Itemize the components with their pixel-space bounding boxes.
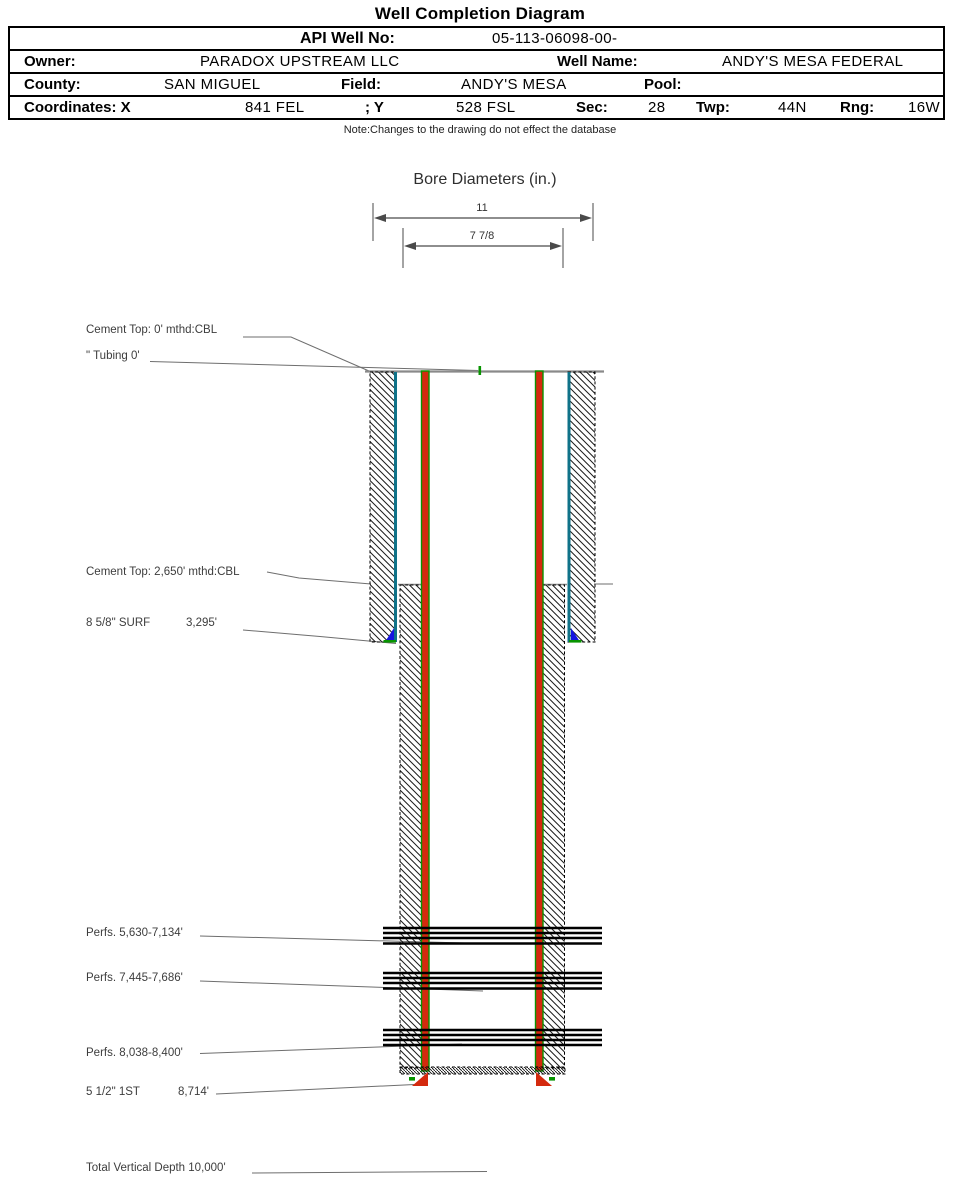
surface-shoe-marker-left bbox=[385, 628, 394, 641]
label-surface-casing: 8 5/8" SURF bbox=[86, 617, 150, 629]
production-shoe-base-right bbox=[549, 1077, 555, 1081]
rng-value: 16W bbox=[908, 99, 941, 116]
rng-label: Rng: bbox=[840, 99, 875, 116]
dim-arrow-left-icon bbox=[404, 242, 416, 250]
tubing-string-left bbox=[420, 370, 430, 1072]
field-value: ANDY'S MESA bbox=[461, 76, 567, 93]
production-annulus-cement-left bbox=[399, 584, 423, 1069]
label-production-casing-depth: 8,714' bbox=[178, 1086, 209, 1098]
table-row-owner: Owner: PARADOX UPSTREAM LLC Well Name: A… bbox=[10, 49, 943, 72]
surface-casing-wall-left bbox=[394, 372, 397, 642]
table-row-api: API Well No: 05-113-06098-00- bbox=[10, 28, 943, 49]
dim-arrow-left-icon bbox=[374, 214, 386, 222]
surface-shoe-marker-right bbox=[571, 628, 580, 641]
sec-value: 28 bbox=[648, 99, 666, 116]
coordinates-x-value: 841 FEL bbox=[245, 99, 305, 116]
tubing-hanger-marker bbox=[478, 366, 482, 375]
api-well-no-label: API Well No: bbox=[300, 30, 395, 47]
coordinates-y-value: 528 FSL bbox=[456, 99, 516, 116]
well-name-label: Well Name: bbox=[557, 53, 638, 70]
production-annulus-cement-right bbox=[542, 584, 565, 1069]
database-note: Note:Changes to the drawing do not effec… bbox=[343, 124, 617, 136]
label-tubing: " Tubing 0' bbox=[86, 350, 140, 362]
surface-annulus-cement-right bbox=[567, 371, 596, 643]
well-header-table: API Well No: 05-113-06098-00- Owner: PAR… bbox=[8, 26, 945, 120]
sec-label: Sec: bbox=[576, 99, 608, 116]
owner-value: PARADOX UPSTREAM LLC bbox=[200, 53, 400, 70]
twp-value: 44N bbox=[778, 99, 807, 116]
county-label: County: bbox=[24, 76, 81, 93]
well-name-value: ANDY'S MESA FEDERAL bbox=[722, 53, 904, 70]
perforation-band-1 bbox=[383, 926, 602, 945]
outer-bore-diameter-label: 11 bbox=[476, 202, 487, 214]
production-shoe-marker-right bbox=[536, 1072, 552, 1086]
bore-dimension-outer: 11 bbox=[372, 202, 594, 241]
dim-arrow-right-icon bbox=[550, 242, 562, 250]
label-perfs-3: Perfs. 8,038-8,400' bbox=[86, 1047, 183, 1059]
label-cement-top-surface: Cement Top: 0' mthd:CBL bbox=[86, 324, 218, 336]
api-well-no-value: 05-113-06098-00- bbox=[492, 30, 618, 47]
surface-shoe-base-right bbox=[569, 640, 582, 643]
label-surface-casing-depth: 3,295' bbox=[186, 617, 217, 629]
coordinates-y-label: ; Y bbox=[365, 99, 384, 116]
inner-bore-diameter-label: 7 7/8 bbox=[470, 230, 494, 242]
county-value: SAN MIGUEL bbox=[164, 76, 261, 93]
bore-dimension-inner: 7 7/8 bbox=[402, 228, 564, 268]
label-total-vertical-depth: Total Vertical Depth 10,000' bbox=[86, 1162, 226, 1174]
label-cement-top-production: Cement Top: 2,650' mthd:CBL bbox=[86, 566, 240, 578]
field-label: Field: bbox=[341, 76, 381, 93]
surface-shoe-base-left bbox=[383, 640, 396, 643]
perforation-band-2 bbox=[383, 971, 602, 990]
dim-arrow-right-icon bbox=[580, 214, 592, 222]
table-row-coordinates: Coordinates: X 841 FEL ; Y 528 FSL Sec: … bbox=[10, 95, 943, 118]
bore-diameters-title: Bore Diameters (in.) bbox=[413, 171, 556, 188]
surface-annulus-cement-left bbox=[369, 371, 397, 643]
owner-label: Owner: bbox=[24, 53, 76, 70]
page-title: Well Completion Diagram bbox=[374, 4, 586, 23]
production-shoe-base-left bbox=[409, 1077, 415, 1081]
pool-label: Pool: bbox=[644, 76, 682, 93]
label-production-casing: 5 1/2" 1ST bbox=[86, 1086, 140, 1098]
perforation-band-3 bbox=[383, 1028, 602, 1047]
label-perfs-1: Perfs. 5,630-7,134' bbox=[86, 927, 183, 939]
table-row-county: County: SAN MIGUEL Field: ANDY'S MESA Po… bbox=[10, 72, 943, 95]
twp-label: Twp: bbox=[696, 99, 730, 116]
production-shoe-marker-left bbox=[412, 1072, 428, 1086]
coordinates-label: Coordinates: X bbox=[24, 99, 131, 116]
surface-casing-wall-right bbox=[567, 372, 571, 642]
bore-bottom-band bbox=[399, 1066, 566, 1075]
label-perfs-2: Perfs. 7,445-7,686' bbox=[86, 972, 183, 984]
leader-lines bbox=[149, 336, 613, 1174]
tubing-string-right bbox=[534, 370, 544, 1072]
